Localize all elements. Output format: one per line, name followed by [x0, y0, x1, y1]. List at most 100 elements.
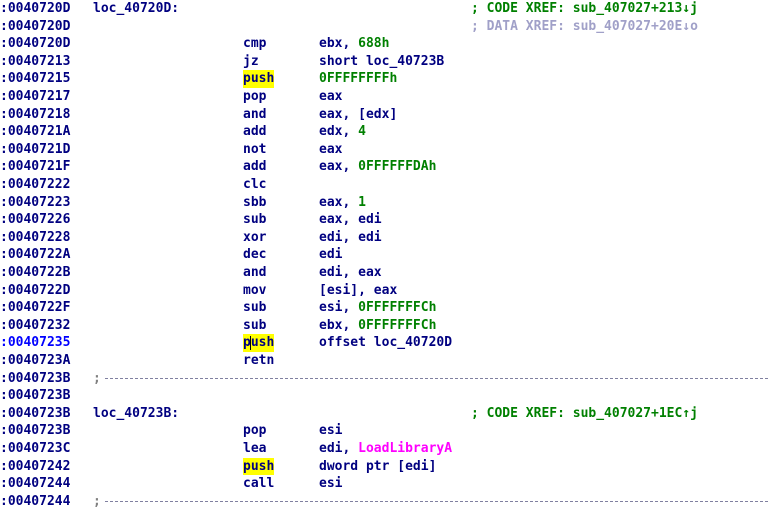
address[interactable]: :0040722D: [0, 282, 71, 298]
operands[interactable]: edi, eax: [319, 264, 382, 282]
mnemonic[interactable]: sub: [243, 317, 267, 333]
listing-line[interactable]: :0040722F sub esi, 0FFFFFFFCh: [0, 299, 768, 317]
code-xref-comment[interactable]: ; CODE XREF: sub_407027+213↓j: [471, 1, 698, 16]
mnemonic[interactable]: retn: [243, 353, 275, 368]
listing-line[interactable]: :00407242 push dword ptr [edi]: [0, 457, 768, 476]
address[interactable]: :00407242: [0, 458, 71, 474]
mnemonic[interactable]: add: [243, 159, 267, 175]
address[interactable]: :00407222: [0, 177, 71, 192]
address[interactable]: :0040721D: [0, 141, 71, 157]
operands[interactable]: esi, 0FFFFFFFCh: [319, 299, 436, 317]
address[interactable]: :0040721F: [0, 159, 71, 175]
listing-line[interactable]: :0040723A retn: [0, 352, 768, 370]
address[interactable]: :00407217: [0, 89, 71, 104]
address[interactable]: :00407244: [0, 493, 71, 509]
listing-line[interactable]: :00407215 push 0FFFFFFFFh: [0, 70, 768, 88]
mnemonic[interactable]: push: [243, 457, 275, 476]
operands[interactable]: edx, 4: [319, 123, 366, 141]
listing-line[interactable]: :00407217 pop eax: [0, 88, 768, 106]
address[interactable]: :00407215: [0, 71, 71, 87]
address[interactable]: :00407232: [0, 317, 71, 333]
listing-line[interactable]: :00407222 clc: [0, 176, 768, 194]
address[interactable]: :00407244: [0, 476, 71, 492]
mnemonic[interactable]: pop: [243, 89, 267, 104]
listing-line[interactable]: :00407244;: [0, 493, 768, 510]
mnemonic[interactable]: not: [243, 141, 267, 157]
address[interactable]: :0040723C: [0, 441, 71, 456]
address[interactable]: :0040723A: [0, 353, 71, 368]
code-label[interactable]: loc_40720D:: [93, 1, 180, 16]
listing-line[interactable]: :0040721D not eax: [0, 141, 768, 159]
mnemonic[interactable]: dec: [243, 247, 267, 263]
mnemonic[interactable]: pop: [243, 423, 267, 439]
operands[interactable]: short loc_40723B: [319, 53, 444, 71]
address[interactable]: :0040723B: [0, 405, 71, 421]
operands[interactable]: eax, edi: [319, 211, 382, 229]
mnemonic[interactable]: clc: [243, 177, 267, 192]
operands[interactable]: edi, edi: [319, 229, 382, 247]
listing-line[interactable]: :0040723B: [0, 387, 768, 405]
address[interactable]: :0040720D: [0, 36, 71, 52]
listing-line[interactable]: :00407218 and eax, [edx]: [0, 106, 768, 124]
mnemonic[interactable]: push: [243, 70, 275, 88]
listing-line[interactable]: :00407223 sbb eax, 1: [0, 194, 768, 212]
operands[interactable]: eax: [319, 141, 342, 159]
import-name[interactable]: LoadLibraryA: [358, 441, 453, 456]
operands[interactable]: eax, [edx]: [319, 106, 397, 124]
listing-line[interactable]: :0040720D loc_40720D: ; CODE XREF: sub_407…: [0, 0, 768, 18]
operands[interactable]: [esi], eax: [319, 282, 397, 300]
mnemonic[interactable]: and: [243, 106, 267, 122]
mnemonic[interactable]: call: [243, 476, 275, 492]
operands[interactable]: offset loc_40720D: [319, 334, 452, 352]
code-label[interactable]: loc_40723B:: [93, 405, 180, 421]
listing-line[interactable]: :0040722A dec edi: [0, 246, 768, 264]
listing-line[interactable]: :0040721F add eax, 0FFFFFFDAh: [0, 158, 768, 176]
operands[interactable]: 0FFFFFFFFh: [319, 70, 397, 88]
address[interactable]: :00407228: [0, 229, 71, 245]
mnemonic[interactable]: xor: [243, 229, 267, 245]
address[interactable]: :0040722B: [0, 265, 71, 280]
operands[interactable]: ebx, 688h: [319, 35, 389, 53]
operands[interactable]: esi: [319, 422, 342, 440]
data-xref-comment[interactable]: ; DATA XREF: sub_407027+20E↓o: [471, 18, 698, 34]
listing-line[interactable]: :0040721A add edx, 4: [0, 123, 768, 141]
address[interactable]: :0040721A: [0, 124, 71, 140]
mnemonic[interactable]: lea: [243, 441, 267, 456]
listing-line[interactable]: :0040720D ; DATA XREF: sub_407027+20E↓o: [0, 18, 768, 36]
address[interactable]: :0040723B: [0, 423, 71, 439]
mnemonic[interactable]: add: [243, 124, 267, 140]
address[interactable]: :0040722F: [0, 300, 71, 316]
mnemonic[interactable]: sub: [243, 212, 267, 228]
listing-line[interactable]: :00407232 sub ebx, 0FFFFFFFCh: [0, 317, 768, 335]
operands[interactable]: eax: [319, 88, 342, 106]
listing-line[interactable]: :0040723B;: [0, 370, 768, 388]
operands[interactable]: eax, 1: [319, 194, 366, 212]
mnemonic[interactable]: sbb: [243, 194, 267, 210]
address[interactable]: :00407226: [0, 212, 71, 228]
mnemonic[interactable]: push: [243, 334, 275, 352]
address[interactable]: :00407218: [0, 106, 71, 122]
listing-line[interactable]: :00407235 push offset loc_40720D: [0, 334, 768, 352]
address[interactable]: :00407223: [0, 194, 71, 210]
address[interactable]: :0040720D: [0, 1, 71, 16]
listing-line[interactable]: :00407228 xor edi, edi: [0, 229, 768, 247]
operands[interactable]: edi: [319, 246, 342, 264]
mnemonic[interactable]: sub: [243, 300, 267, 316]
operands[interactable]: ebx, 0FFFFFFFCh: [319, 317, 436, 335]
address[interactable]: :0040723B: [0, 370, 71, 386]
address[interactable]: :00407235: [0, 335, 71, 351]
operands[interactable]: dword ptr [edi]: [319, 458, 436, 476]
listing-line[interactable]: :0040723C lea edi, LoadLibraryA: [0, 440, 768, 458]
address[interactable]: :0040722A: [0, 247, 71, 263]
operands[interactable]: edi, LoadLibraryA: [319, 440, 452, 458]
listing-line[interactable]: :00407226 sub eax, edi: [0, 211, 768, 229]
address[interactable]: :0040720D: [0, 18, 71, 34]
operands[interactable]: eax, 0FFFFFFDAh: [319, 158, 436, 176]
